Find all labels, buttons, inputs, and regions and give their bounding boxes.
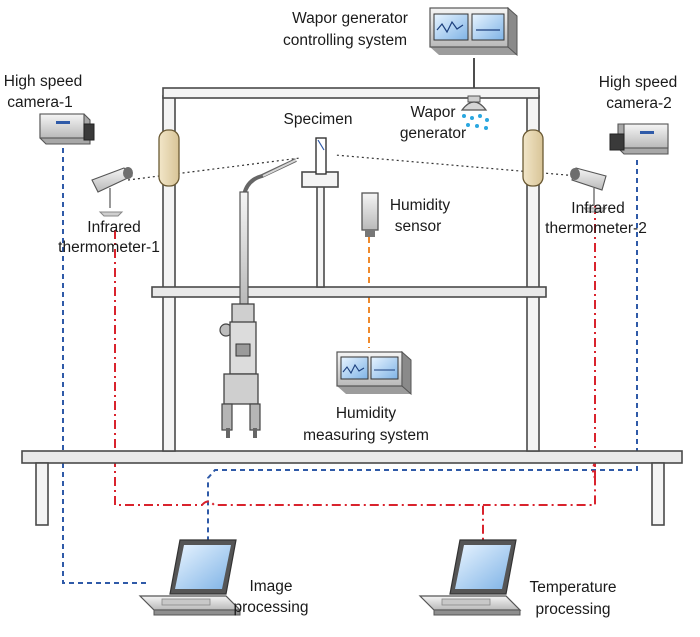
camera-2-icon: [609, 123, 669, 155]
label-vapor-system-1: Wapor generator: [292, 10, 408, 27]
temperature-cable-thermometer-1: [114, 230, 484, 540]
frame-top-beam: [162, 87, 540, 99]
torch-tube: [239, 191, 249, 305]
vapor-generator-nozzle: [460, 95, 489, 130]
torch-valve-top: [231, 303, 255, 325]
label-specimen: Specimen: [284, 111, 353, 128]
torch-nozzle: [242, 158, 297, 196]
label-vapor-system-2: controlling system: [283, 32, 407, 49]
label-ir2-2: thermometer-2: [545, 220, 647, 237]
ir1-sightline: [127, 157, 301, 181]
infrared-thermometer-1-icon: [91, 167, 133, 217]
label-camera2-1: High speed: [599, 74, 677, 91]
specimen-mark: [317, 139, 325, 151]
label-ir2-1: Infrared: [571, 200, 624, 217]
label-humidity-sensor-2: sensor: [395, 218, 442, 235]
label-image-proc-1: Image: [249, 578, 292, 595]
torch-body: [223, 373, 259, 405]
camera-1-icon: [39, 113, 95, 145]
humidity-sensor: [361, 192, 379, 231]
table-leg-left: [35, 462, 49, 526]
image-cable-camera-1: [62, 148, 150, 584]
frame-shelf: [151, 286, 547, 298]
image-cable-camera-2: [207, 160, 638, 540]
clamp-right: [522, 129, 544, 187]
label-humidity-system-1: Humidity: [336, 405, 397, 422]
infrared-thermometer-2-icon: [570, 167, 608, 213]
label-image-proc-2: processing: [234, 599, 309, 616]
vapor-control-box: [429, 6, 518, 57]
base-table: [21, 450, 683, 464]
image-laptop-icon: [138, 539, 242, 616]
label-camera2-2: camera-2: [606, 95, 671, 112]
humidity-system-box: [336, 350, 412, 396]
label-camera1-2: camera-1: [7, 94, 72, 111]
label-vapor-gen-2: generator: [400, 125, 466, 142]
label-humidity-sensor-1: Humidity: [390, 197, 451, 214]
clamp-left: [158, 129, 180, 187]
table-leg-right: [651, 462, 665, 526]
label-camera1-1: High speed: [4, 73, 82, 90]
label-ir1-1: Infrared: [87, 219, 140, 236]
label-ir1-2: thermometer-1: [58, 239, 160, 256]
label-temp-proc-2: processing: [536, 601, 611, 618]
specimen-rod: [316, 184, 325, 288]
label-vapor-gen-1: Wapor: [410, 104, 455, 121]
label-temp-proc-1: Temperature: [529, 579, 616, 596]
specimen: [315, 137, 327, 175]
temperature-laptop-icon: [418, 539, 522, 616]
temperature-cable-thermometer-2: [483, 205, 596, 506]
label-humidity-system-2: measuring system: [303, 427, 429, 444]
